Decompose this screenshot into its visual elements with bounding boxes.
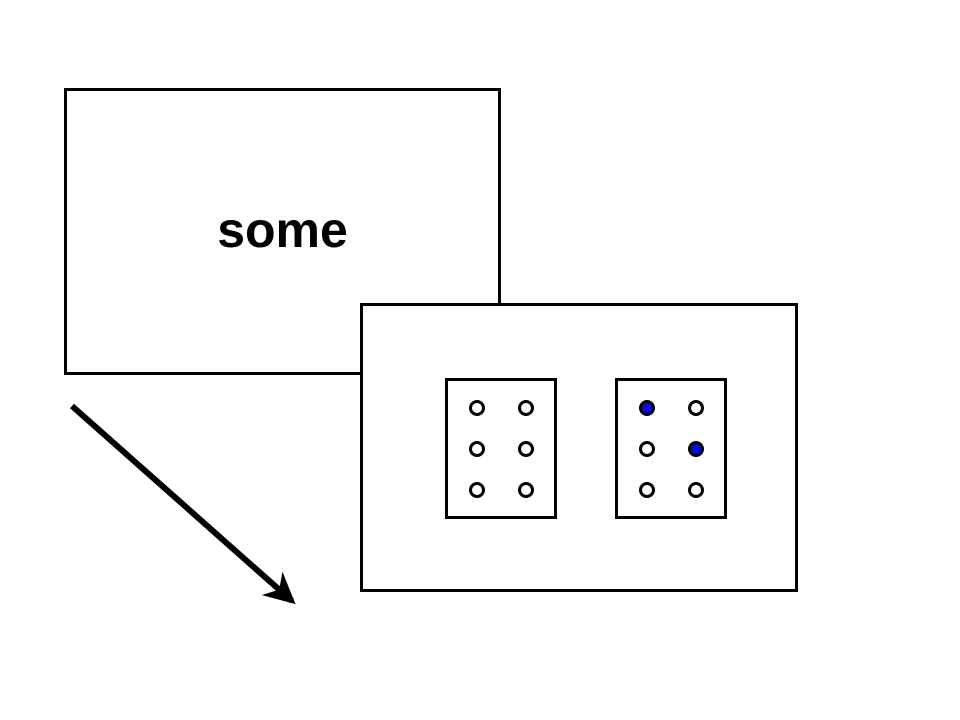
dot-empty bbox=[638, 481, 655, 498]
dot-empty bbox=[517, 440, 534, 457]
word-card: some bbox=[64, 88, 501, 375]
stimulus-panel bbox=[360, 303, 798, 592]
dot-empty bbox=[468, 440, 485, 457]
dot-filled bbox=[687, 440, 704, 457]
dot-empty bbox=[638, 440, 655, 457]
dot-filled bbox=[638, 399, 655, 416]
arrow-line bbox=[70, 403, 296, 605]
dot-card-right bbox=[615, 378, 727, 519]
dot-empty bbox=[517, 481, 534, 498]
dot-empty bbox=[517, 399, 534, 416]
dot-empty bbox=[468, 399, 485, 416]
dot-card-left bbox=[445, 378, 557, 519]
dot-empty bbox=[468, 481, 485, 498]
word-label: some bbox=[217, 201, 348, 258]
dot-empty bbox=[687, 481, 704, 498]
dot-empty bbox=[687, 399, 704, 416]
